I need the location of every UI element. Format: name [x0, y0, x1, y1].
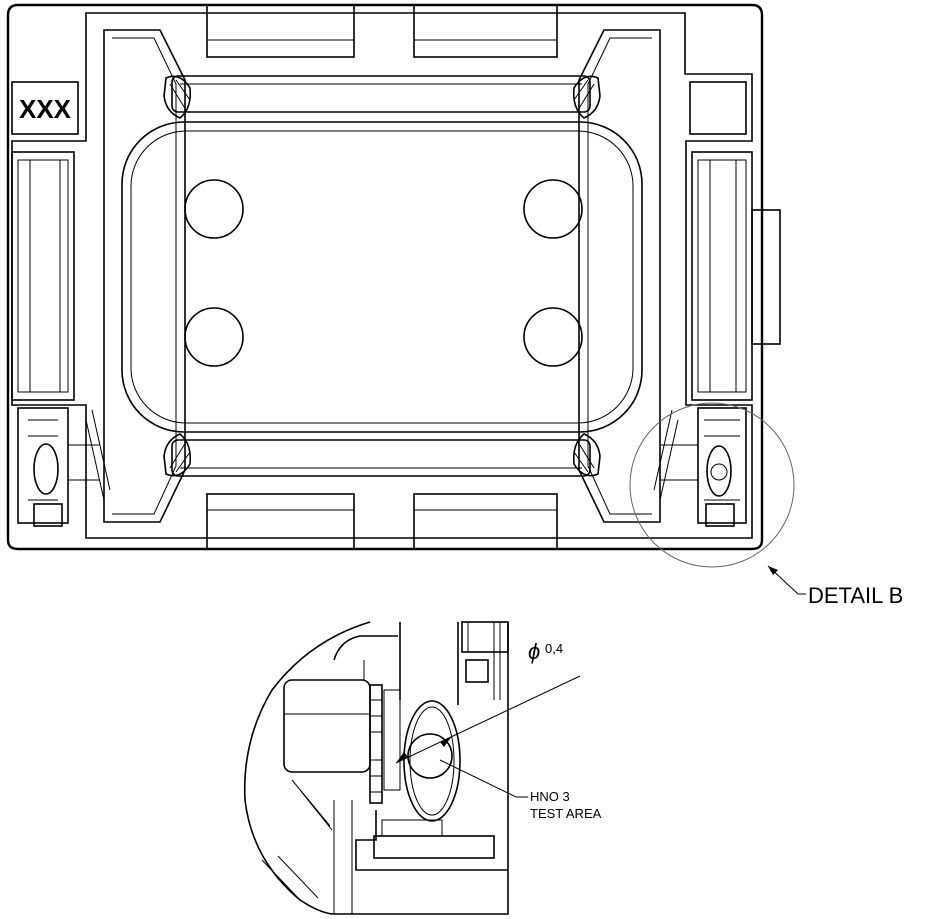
- diameter-dimension-line: [395, 675, 581, 764]
- bottom-tab-right: [413, 493, 558, 550]
- test-area-line1: HNO 3: [530, 789, 570, 804]
- marking-box-right: [689, 81, 747, 135]
- top-tab-left: [206, 4, 355, 58]
- diameter-arrow-1: [396, 752, 408, 763]
- hole-bottom-right: [523, 307, 583, 367]
- hno3-test-hole: [407, 733, 453, 779]
- outer-body-outline: [6, 3, 764, 551]
- left-side-rail: [103, 29, 186, 523]
- test-area-leader: [439, 759, 528, 798]
- right-latch: [653, 151, 781, 527]
- inner-frame: [11, 12, 753, 539]
- diameter-value: 0,4: [545, 641, 563, 656]
- marking-box: [11, 81, 79, 135]
- diameter-arrow-2: [440, 736, 452, 747]
- detail-b-label: DETAIL B: [808, 583, 903, 608]
- part-marking-text: XXX: [19, 94, 72, 124]
- hole-top-left: [184, 179, 244, 239]
- detail-b-leader: [767, 565, 806, 595]
- main-view: XXX: [6, 3, 903, 608]
- detail-boundary: [243, 621, 509, 915]
- corner-clips: [163, 75, 601, 477]
- detail-b-circle: [629, 402, 795, 568]
- bottom-rail: [171, 439, 591, 477]
- detail-slider: [283, 679, 371, 773]
- detail-view: ϕ 0,4 HNO 3 TEST AREA: [243, 621, 602, 915]
- right-side-boss: [751, 209, 781, 345]
- detail-b-arrowhead: [768, 566, 778, 575]
- center-pocket-inner: [130, 130, 634, 424]
- test-area-line2: TEST AREA: [530, 806, 602, 821]
- right-side-rail: [578, 29, 661, 523]
- detail-latch-ellipse: [403, 700, 461, 822]
- bottom-tab-left: [206, 493, 355, 550]
- hole-bottom-left: [184, 307, 244, 367]
- top-tab-right: [413, 4, 558, 58]
- center-pocket-outer: [121, 121, 643, 433]
- top-rail: [171, 75, 591, 113]
- hole-top-right: [523, 179, 583, 239]
- left-latch: [11, 151, 111, 527]
- diameter-symbol: ϕ: [528, 639, 540, 664]
